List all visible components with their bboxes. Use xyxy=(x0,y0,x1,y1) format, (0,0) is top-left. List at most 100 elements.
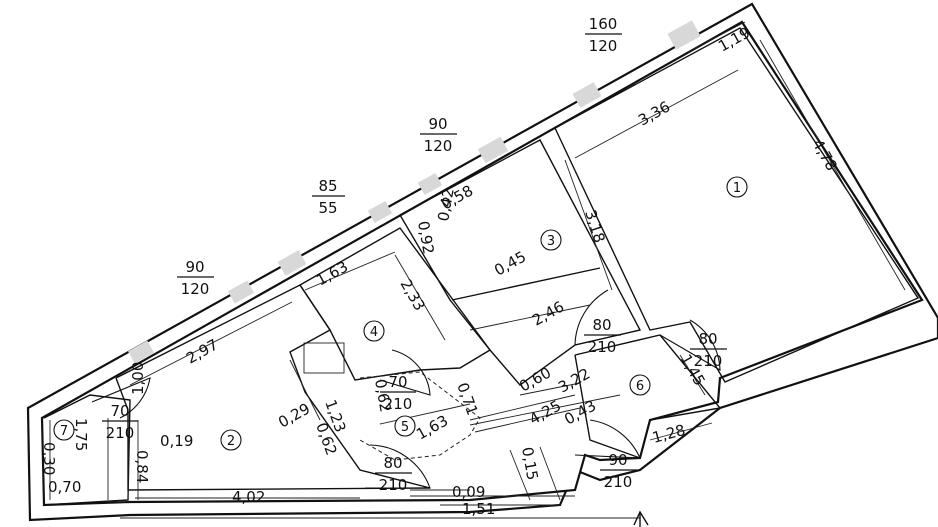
room-marker-3: 3 xyxy=(540,229,562,251)
window-height: 120 xyxy=(589,37,618,55)
window-label: 90 120 xyxy=(420,115,457,155)
window-width: 85 xyxy=(318,177,337,195)
dim-line xyxy=(469,304,591,331)
dim-line xyxy=(574,69,739,159)
dim-label: 0,30 xyxy=(40,442,58,475)
door-width: 70 xyxy=(388,373,407,391)
dim-line xyxy=(394,254,446,341)
door-width: 90 xyxy=(608,451,627,469)
door-height: 210 xyxy=(604,473,633,491)
dim-label: 4,02 xyxy=(232,488,265,506)
window-opening xyxy=(477,136,509,164)
door-label: 80 210 xyxy=(584,316,621,356)
room-marker-2: 2 xyxy=(220,429,242,451)
door-width: 70 xyxy=(110,402,129,420)
door-label: 70 210 xyxy=(102,402,138,442)
room-circle xyxy=(220,429,242,451)
dim-line xyxy=(649,422,713,441)
door-width: 80 xyxy=(383,454,402,472)
window-opening xyxy=(367,201,393,223)
dim-line xyxy=(289,359,321,421)
door-swing xyxy=(379,349,431,396)
room-number: 3 xyxy=(547,234,555,249)
room-marker-7: 7 xyxy=(53,419,75,441)
dim-label: 0,84 xyxy=(133,450,151,483)
dim-line xyxy=(129,301,293,386)
dim-label: 1,75 xyxy=(72,418,90,451)
wall-room4 xyxy=(299,227,492,381)
room-circle xyxy=(629,374,651,396)
door-height: 210 xyxy=(379,476,408,494)
dim-line xyxy=(469,394,621,426)
dim-label: 0,42 xyxy=(434,187,458,223)
window-opening xyxy=(127,340,155,364)
window-opening xyxy=(572,82,602,108)
dim-line xyxy=(379,403,471,425)
room-circle xyxy=(726,176,748,198)
window-opening xyxy=(667,20,701,50)
room-marker-4: 4 xyxy=(363,320,385,342)
room-number: 1 xyxy=(733,181,741,196)
door-swing xyxy=(659,319,721,371)
window-opening xyxy=(227,280,255,304)
window-opening xyxy=(277,250,307,276)
door-swing xyxy=(574,289,641,346)
entrance-arrow-icon xyxy=(633,510,649,527)
dim-label: 0,70 xyxy=(48,478,81,496)
dim-line xyxy=(564,159,613,291)
door-label: 70 210 xyxy=(380,373,416,413)
window-label: 90 120 xyxy=(177,258,214,298)
dimension-lines xyxy=(49,21,906,506)
dim-label: 0,19 xyxy=(160,432,193,450)
door-swing xyxy=(91,377,151,419)
door-swings xyxy=(91,289,721,489)
door-labels: 80 210 80 210 90 210 80 210 70 210 70 21… xyxy=(102,316,727,494)
dim-line xyxy=(679,354,706,396)
wall-room1 xyxy=(554,27,920,383)
room-circle xyxy=(363,320,385,342)
wall-segment xyxy=(474,407,581,433)
dim-label: 0,15 xyxy=(518,446,542,482)
door-height: 210 xyxy=(588,338,617,356)
dim-label: 0,09 xyxy=(452,483,485,501)
room-marker-6: 6 xyxy=(629,374,651,396)
dim-label: 0,62 xyxy=(371,378,395,414)
room-circle xyxy=(53,419,75,441)
dim-label: 0,92 xyxy=(414,220,438,256)
window-height: 120 xyxy=(424,137,453,155)
window-openings xyxy=(127,20,701,364)
door-swing xyxy=(365,444,431,489)
window-width: 90 xyxy=(185,258,204,276)
room-number: 7 xyxy=(60,424,68,439)
room-circle xyxy=(540,229,562,251)
door-width: 80 xyxy=(698,330,717,348)
wall-segment xyxy=(539,446,561,501)
wall-room5 xyxy=(359,371,481,461)
room-marker-5: 5 xyxy=(394,415,416,437)
wall-room7 xyxy=(43,394,131,506)
door-label: 80 210 xyxy=(375,454,412,494)
room-number: 6 xyxy=(636,379,644,394)
dim-line xyxy=(304,251,396,291)
dim-label: 1,51 xyxy=(462,500,495,518)
room-markers: 1 2 3 4 5 6 7 xyxy=(53,176,748,451)
room-number: 4 xyxy=(370,325,378,340)
window-labels: 160 120 90 120 85 55 90 120 xyxy=(177,15,622,298)
wall-room3 xyxy=(399,139,642,386)
room-number: 5 xyxy=(401,420,409,435)
door-label: 90 210 xyxy=(600,451,637,491)
dim-line xyxy=(519,382,581,396)
chimney xyxy=(303,342,345,374)
window-height: 120 xyxy=(181,280,210,298)
window-width: 160 xyxy=(589,15,618,33)
door-height: 210 xyxy=(106,424,135,442)
dim-line xyxy=(759,39,906,291)
window-width: 90 xyxy=(428,115,447,133)
door-label: 80 210 xyxy=(690,330,727,370)
walls xyxy=(26,2,938,522)
inner-outline xyxy=(40,20,924,507)
dim-line xyxy=(687,21,746,53)
wall-segment xyxy=(509,449,531,501)
dim-label: 1,00 xyxy=(129,362,147,395)
